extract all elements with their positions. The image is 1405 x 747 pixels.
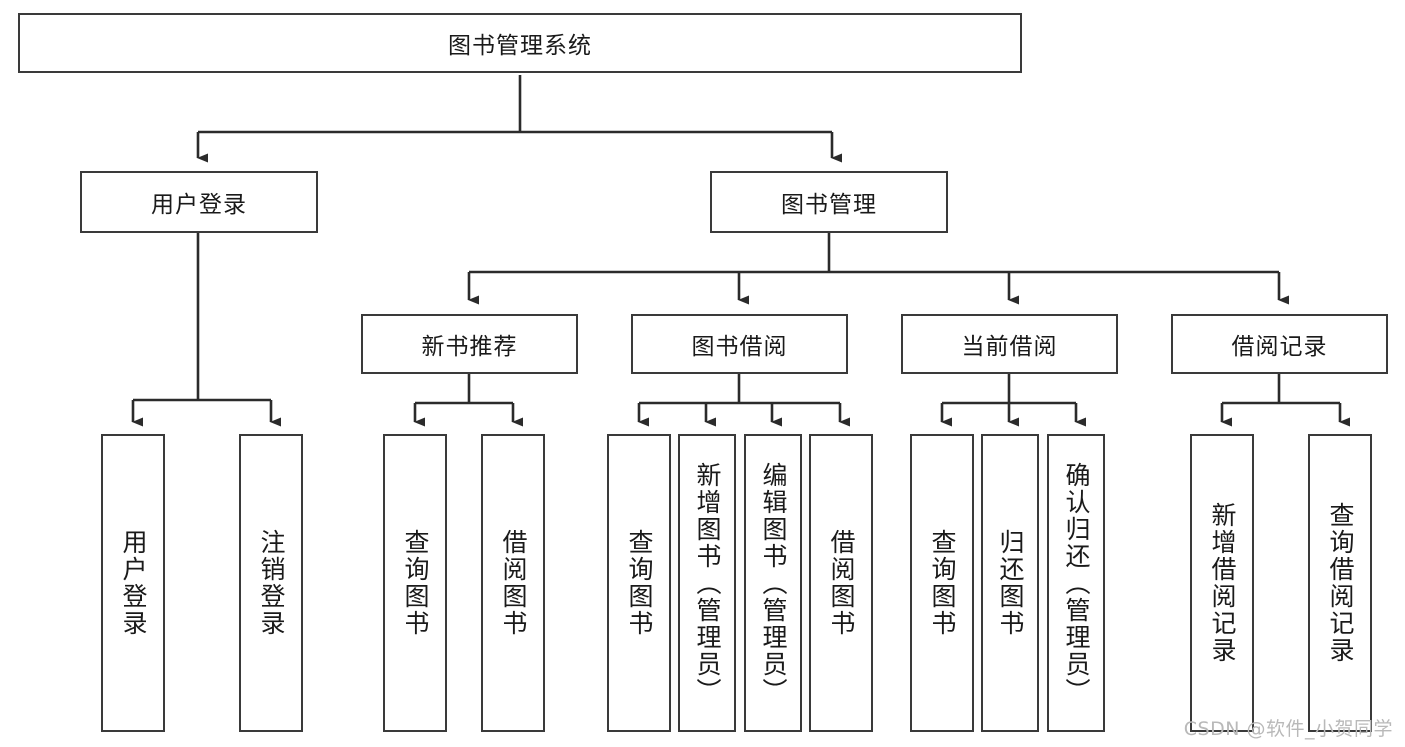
node-leaf-return-book[interactable]: 归还图书 xyxy=(981,434,1039,732)
node-leaf-borrow-book-1[interactable]: 借阅图书 xyxy=(481,434,545,732)
watermark: CSDN @软件_小贺同学 xyxy=(1183,718,1393,740)
node-book-management[interactable]: 图书管理 xyxy=(710,171,948,233)
node-leaf-confirm-return[interactable]: 确认归还（管理员） xyxy=(1047,434,1105,732)
node-leaf-query-book-2-label: 查询图书 xyxy=(625,529,654,637)
node-leaf-query-record[interactable]: 查询借阅记录 xyxy=(1308,434,1372,732)
node-leaf-logout-login-label: 注销登录 xyxy=(257,529,286,637)
node-leaf-add-book-label: 新增图书（管理员） xyxy=(693,461,722,705)
node-leaf-borrow-book-2[interactable]: 借阅图书 xyxy=(809,434,873,732)
node-user-login[interactable]: 用户登录 xyxy=(80,171,318,233)
node-new-book-recommend-label: 新书推荐 xyxy=(421,334,518,360)
node-leaf-add-book[interactable]: 新增图书（管理员） xyxy=(678,434,736,732)
node-leaf-query-record-label: 查询借阅记录 xyxy=(1326,502,1355,664)
node-leaf-add-record[interactable]: 新增借阅记录 xyxy=(1190,434,1254,732)
node-leaf-edit-book-label: 编辑图书（管理员） xyxy=(759,461,788,705)
node-borrow-record[interactable]: 借阅记录 xyxy=(1171,314,1388,374)
node-borrow-record-label: 借阅记录 xyxy=(1231,334,1328,360)
node-leaf-borrow-book-1-label: 借阅图书 xyxy=(499,529,528,637)
node-leaf-borrow-book-2-label: 借阅图书 xyxy=(827,529,856,637)
node-root[interactable]: 图书管理系统 xyxy=(18,13,1022,73)
node-book-management-label: 图书管理 xyxy=(781,192,877,218)
node-leaf-query-book-1[interactable]: 查询图书 xyxy=(383,434,447,732)
node-leaf-edit-book[interactable]: 编辑图书（管理员） xyxy=(744,434,802,732)
node-user-login-label: 用户登录 xyxy=(151,192,247,218)
node-current-borrow[interactable]: 当前借阅 xyxy=(901,314,1118,374)
node-leaf-query-book-3[interactable]: 查询图书 xyxy=(910,434,974,732)
node-new-book-recommend[interactable]: 新书推荐 xyxy=(361,314,578,374)
node-leaf-add-record-label: 新增借阅记录 xyxy=(1208,502,1237,664)
node-current-borrow-label: 当前借阅 xyxy=(961,334,1058,360)
node-leaf-user-login-label: 用户登录 xyxy=(119,529,148,637)
node-book-borrow[interactable]: 图书借阅 xyxy=(631,314,848,374)
node-leaf-confirm-return-label: 确认归还（管理员） xyxy=(1062,461,1091,705)
node-root-label: 图书管理系统 xyxy=(448,33,592,59)
node-leaf-logout-login[interactable]: 注销登录 xyxy=(239,434,303,732)
node-leaf-return-book-label: 归还图书 xyxy=(996,529,1025,637)
node-leaf-query-book-3-label: 查询图书 xyxy=(928,529,957,637)
node-leaf-query-book-1-label: 查询图书 xyxy=(401,529,430,637)
node-leaf-query-book-2[interactable]: 查询图书 xyxy=(607,434,671,732)
node-leaf-user-login[interactable]: 用户登录 xyxy=(101,434,165,732)
node-book-borrow-label: 图书借阅 xyxy=(691,334,788,360)
